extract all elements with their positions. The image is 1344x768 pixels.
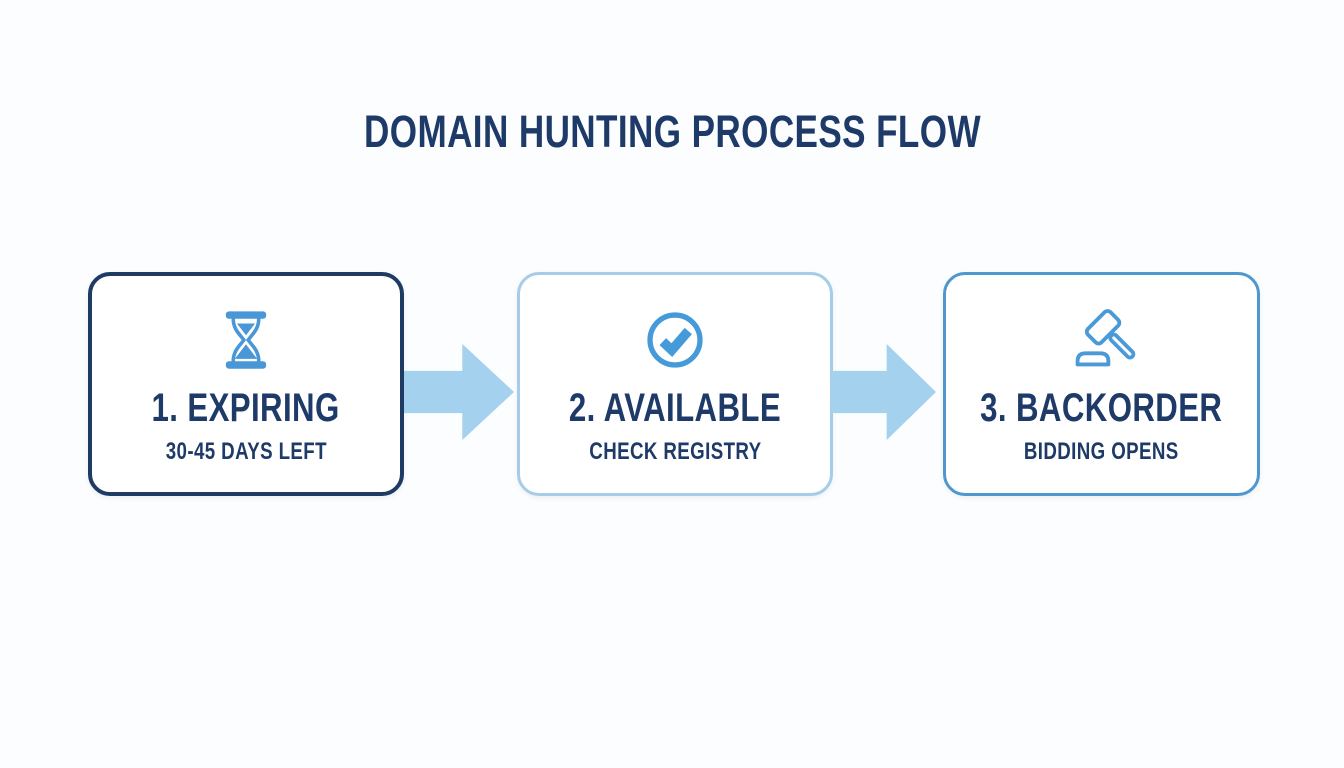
diagram-header: DOMAIN HUNTING PROCESS FLOW (0, 106, 1344, 158)
step-subtitle: BIDDING OPENS (1024, 437, 1179, 465)
step-subtitle: 30-45 DAYS LEFT (165, 437, 327, 465)
step-title: 2. AVAILABLE (568, 385, 782, 430)
gavel-icon (1068, 305, 1136, 375)
hourglass-icon (212, 305, 280, 375)
flow-arrow-right-icon (831, 344, 936, 440)
step-box-available: 2. AVAILABLE CHECK REGISTRY (517, 272, 833, 496)
page-title: DOMAIN HUNTING PROCESS FLOW (363, 106, 981, 157)
flow-arrow-right-icon (404, 344, 514, 440)
step-title: 1. EXPIRING (151, 385, 341, 430)
check-circle-icon (641, 305, 709, 375)
step-box-backorder: 3. BACKORDER BIDDING OPENS (943, 272, 1260, 496)
step-subtitle: CHECK REGISTRY (588, 437, 762, 465)
step-title: 3. BACKORDER (980, 385, 1223, 430)
step-box-expiring: 1. EXPIRING 30-45 DAYS LEFT (88, 272, 404, 496)
